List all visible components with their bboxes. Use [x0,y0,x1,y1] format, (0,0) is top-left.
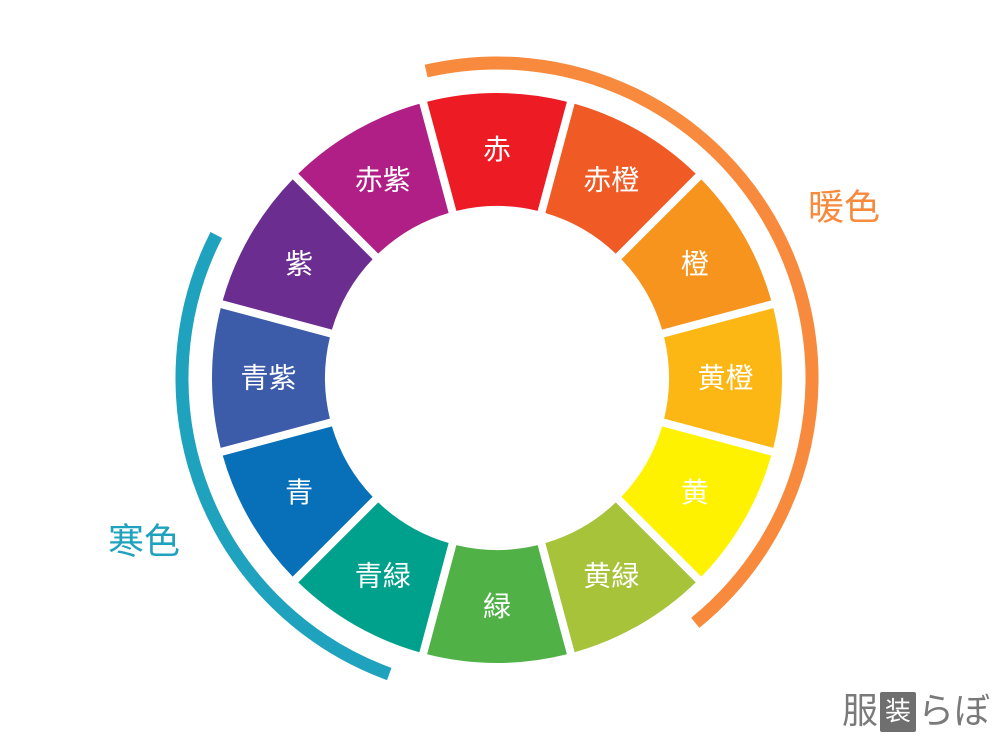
wheel-segment-label: 橙 [681,247,709,280]
wheel-segment [621,426,772,577]
wheel-segment [222,179,373,330]
wheel-segment [664,308,783,448]
color-wheel [211,92,783,664]
wheel-segment [545,502,696,653]
brand-logo: 服 装 らぼ [842,686,990,738]
wheel-segment-label: 青紫 [240,362,296,395]
wheel-segment-label: 赤 [483,133,511,166]
wheel-segment [298,103,449,254]
wheel-segment-label: 黄緑 [583,559,639,592]
logo-box-glyph: 装 [880,692,917,732]
logo-text-left: 服 [842,691,879,732]
logo-text-right: らぼ [918,691,991,732]
wheel-segment-label: 緑 [483,590,511,623]
wheel-segment [211,308,330,448]
warm-colors-label: 暖色 [808,188,880,229]
cool-colors-arc [175,232,392,681]
wheel-segment-label: 黄 [681,476,709,509]
wheel-segment [545,103,696,254]
wheel-segment-label: 赤紫 [355,164,411,197]
wheel-segment [427,92,567,211]
wheel-segment-label: 赤橙 [583,164,639,197]
wheel-segment-label: 紫 [285,247,313,280]
wheel-segment [298,502,449,653]
wheel-segment [621,179,772,330]
wheel-segment [427,545,567,664]
wheel-segment-label: 青 [285,476,313,509]
wheel-segment [222,426,373,577]
cool-colors-label: 寒色 [108,522,180,563]
wheel-segment-label: 黄橙 [697,362,753,395]
wheel-segment-label: 青緑 [355,559,411,592]
warm-colors-arc [424,56,819,628]
